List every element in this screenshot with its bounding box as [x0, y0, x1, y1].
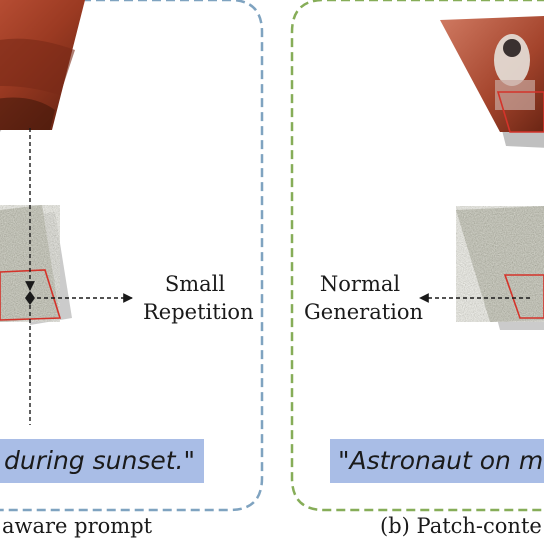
- prompt-text-left: during sunset.": [4, 446, 195, 475]
- noise-latent-right: [456, 206, 544, 330]
- patch-outline-right-image: [496, 91, 544, 133]
- noise-latent-left: [0, 205, 72, 325]
- outcome-right-line2: Generation: [304, 300, 424, 324]
- outcome-left-line2: Repetition: [143, 300, 254, 324]
- outcome-left-line1: Small: [164, 272, 226, 296]
- right-panel-border: [290, 0, 544, 512]
- patch-outline-right: [503, 274, 544, 319]
- left-panel-border: [0, 0, 264, 512]
- astronaut-image-right: [440, 16, 544, 148]
- outcome-label-right: Normal Generation: [304, 270, 424, 326]
- outcome-right-line1: Normal: [319, 272, 401, 296]
- caption-left: aware prompt: [2, 514, 153, 538]
- caption-right: (b) Patch-conte: [380, 514, 542, 538]
- mars-image-left: [0, 0, 85, 132]
- outcome-label-left: Small Repetition: [143, 270, 254, 326]
- prompt-text-right: "Astronaut on ma: [338, 446, 544, 475]
- prompt-bar-left: during sunset.": [0, 439, 204, 483]
- prompt-bar-right: "Astronaut on ma: [330, 439, 544, 483]
